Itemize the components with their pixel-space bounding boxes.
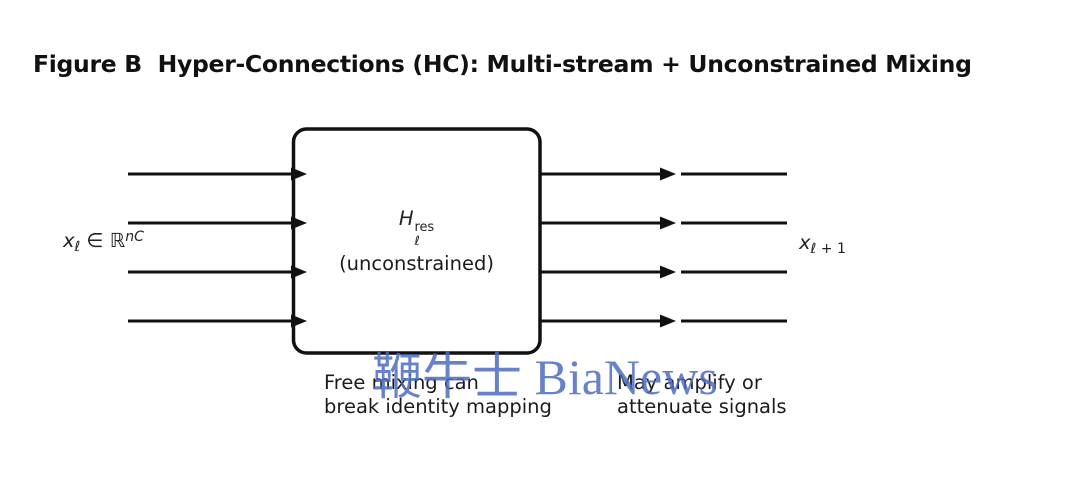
caption-amplify: May amplify or attenuate signals	[617, 371, 787, 418]
caption-free-mixing: Free mixing can break identity mapping	[324, 371, 552, 418]
caption-line: break identity mapping	[324, 394, 552, 418]
output-var-subscript: ℓ + 1	[810, 240, 846, 257]
real-set-symbol: ℝ	[109, 229, 126, 252]
block-qualifier: (unconstrained)	[339, 251, 494, 275]
arrowhead-icon	[660, 167, 676, 181]
element-of-symbol: ∈	[80, 229, 110, 252]
output-stream-label: xℓ + 1	[799, 231, 846, 257]
arrowhead-icon	[291, 216, 307, 230]
arrowhead-icon	[660, 216, 676, 230]
caption-line: May amplify or	[617, 371, 762, 394]
input-var-subscript: ℓ	[74, 238, 81, 255]
output-stream-arrows	[540, 167, 676, 328]
arrowhead-icon	[291, 167, 307, 181]
output-var: x	[799, 231, 811, 254]
arrowhead-icon	[660, 265, 676, 279]
input-stream-arrows	[128, 167, 307, 328]
arrowhead-icon	[291, 265, 307, 279]
arrowhead-icon	[291, 314, 307, 328]
caption-line: attenuate signals	[617, 394, 787, 418]
input-stream-label: xℓ ∈ ℝnC	[63, 229, 144, 255]
block-symbol-base: H	[398, 207, 414, 231]
mixing-block-box	[291, 127, 542, 355]
figure-title: Figure B Hyper-Connections (HC): Multi-s…	[33, 50, 972, 78]
continuation-lines	[681, 172, 787, 323]
arrowhead-icon	[660, 314, 676, 328]
block-symbol-superscript: res	[414, 219, 435, 235]
input-var: x	[63, 229, 75, 252]
real-set-exponent: nC	[125, 229, 144, 246]
block-symbol-subscript: ℓ	[414, 233, 420, 249]
caption-line: Free mixing can	[324, 371, 479, 394]
